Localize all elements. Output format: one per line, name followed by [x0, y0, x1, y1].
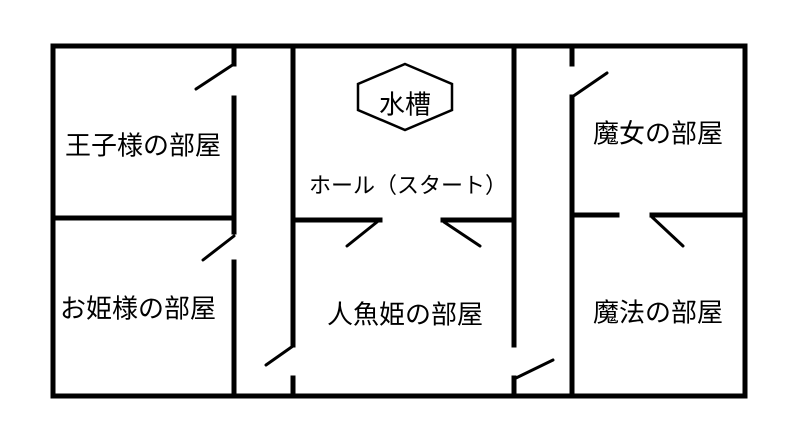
label-witch-room: 魔女の部屋: [593, 120, 723, 150]
label-prince-room: 王子様の部屋: [65, 132, 221, 162]
door-princess-room: [201, 234, 236, 262]
left-corridor: [231, 43, 296, 399]
water-tank-hexagon: [356, 62, 454, 132]
door-hall-right: [442, 220, 482, 248]
door-left-corridor: [264, 344, 295, 367]
label-water-tank: 水槽: [379, 91, 431, 121]
label-magic-room: 魔法の部屋: [593, 299, 723, 329]
outer-wall: [50, 43, 748, 399]
right-corridor: [511, 43, 575, 399]
door-hall-left: [345, 220, 379, 248]
label-mermaid-room: 人魚姫の部屋: [327, 301, 483, 331]
label-hall-start: ホール（スタート）: [309, 174, 507, 199]
door-prince-room: [194, 62, 236, 91]
door-witch-room: [570, 71, 609, 99]
door-right-corridor: [514, 358, 555, 380]
label-princess-room: お姫様の部屋: [60, 295, 216, 325]
door-magic-room: [650, 215, 685, 248]
